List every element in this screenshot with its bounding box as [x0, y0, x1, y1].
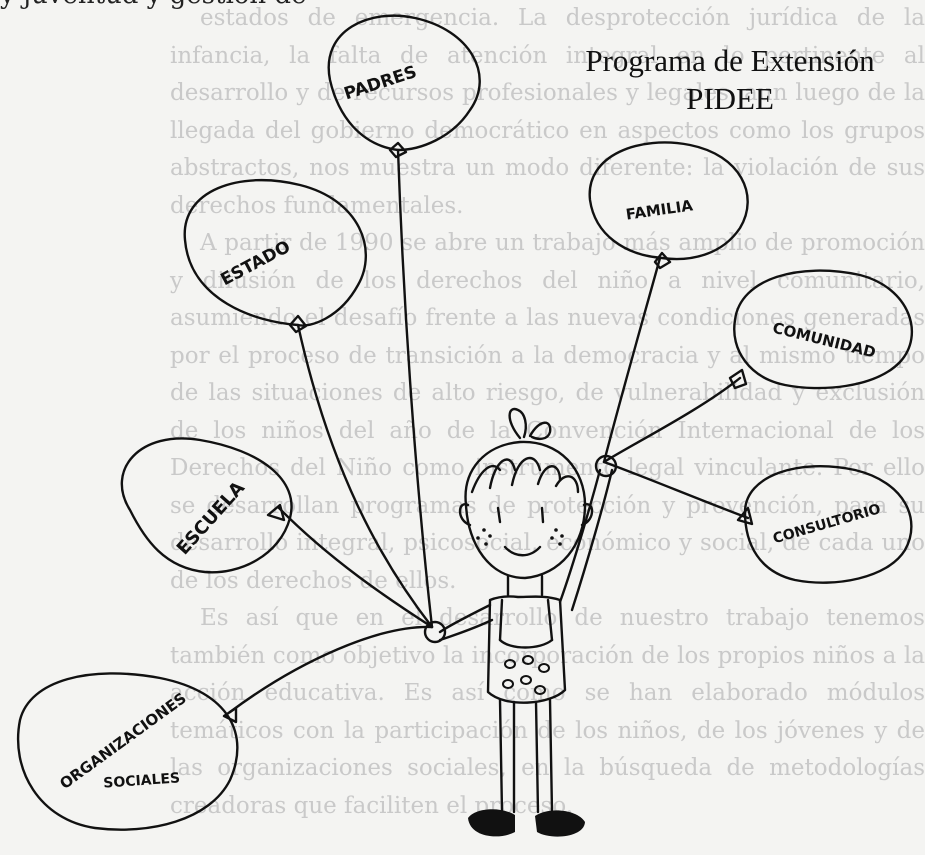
balloon-label-consultorio: CONSULTORIO: [771, 501, 882, 547]
balloon-label-padres: PADRES: [342, 62, 420, 104]
overall-dots: [502, 655, 550, 695]
balloon-padres: [327, 14, 481, 159]
hair-bow: [508, 407, 552, 441]
background-paragraph-1: estados de emergencia. La desprotección …: [170, 5, 925, 219]
child-hair: [470, 456, 580, 494]
child-eye-right: [540, 506, 545, 524]
child-head: [464, 440, 587, 580]
balloon-familia: [588, 141, 749, 270]
child-straps: [498, 598, 554, 642]
balloon-label-comunidad: COMUNIDAD: [771, 319, 878, 362]
balloon-estado: [183, 178, 367, 334]
string-consultorio: [602, 460, 750, 520]
balloon-label-estado: ESTADO: [217, 237, 293, 290]
string-escuela: [276, 505, 434, 629]
child-hand-left: [423, 620, 447, 644]
child-shoes: [468, 809, 585, 837]
balloon-label-familia: FAMILIA: [625, 196, 695, 223]
child-figure: [423, 407, 618, 814]
child-overall-top: [498, 638, 554, 649]
balloon-consultorio: [736, 465, 913, 584]
child-shoe-left: [468, 809, 515, 837]
heading: Programa de Extensión PIDEE: [540, 42, 920, 118]
balloon-escuela: [120, 437, 293, 574]
string-organizaciones: [228, 625, 434, 714]
string-familia: [602, 256, 662, 464]
balloon-label-escuela: ESCUELA: [173, 478, 249, 560]
balloon-comunidad: [728, 269, 914, 390]
string-padres: [396, 148, 434, 629]
child-eye-left: [496, 506, 502, 524]
child-arm-right: [558, 468, 614, 612]
background-paragraph-3: Es así que en el desarrollo de nuestro t…: [170, 605, 925, 819]
balloon-organizaciones: [16, 672, 239, 831]
child-freckles: [476, 528, 564, 546]
string-comunidad: [602, 376, 742, 464]
child-ear-left: [458, 503, 472, 527]
child-body: [486, 595, 567, 704]
child-shoe-right: [535, 810, 585, 837]
child-neck: [506, 574, 544, 597]
child-arm-left: [438, 603, 494, 642]
heading-line-2: PIDEE: [686, 81, 774, 116]
balloon-label-organizaciones-line2: SOCIALES: [103, 770, 181, 791]
heading-line-1: Programa de Extensión: [585, 43, 875, 78]
top-text-line: y juventud y gestión de: [0, 0, 306, 10]
child-hand-right: [594, 454, 618, 478]
child-legs: [498, 698, 554, 814]
string-estado: [296, 323, 434, 629]
child-smile: [503, 545, 542, 557]
